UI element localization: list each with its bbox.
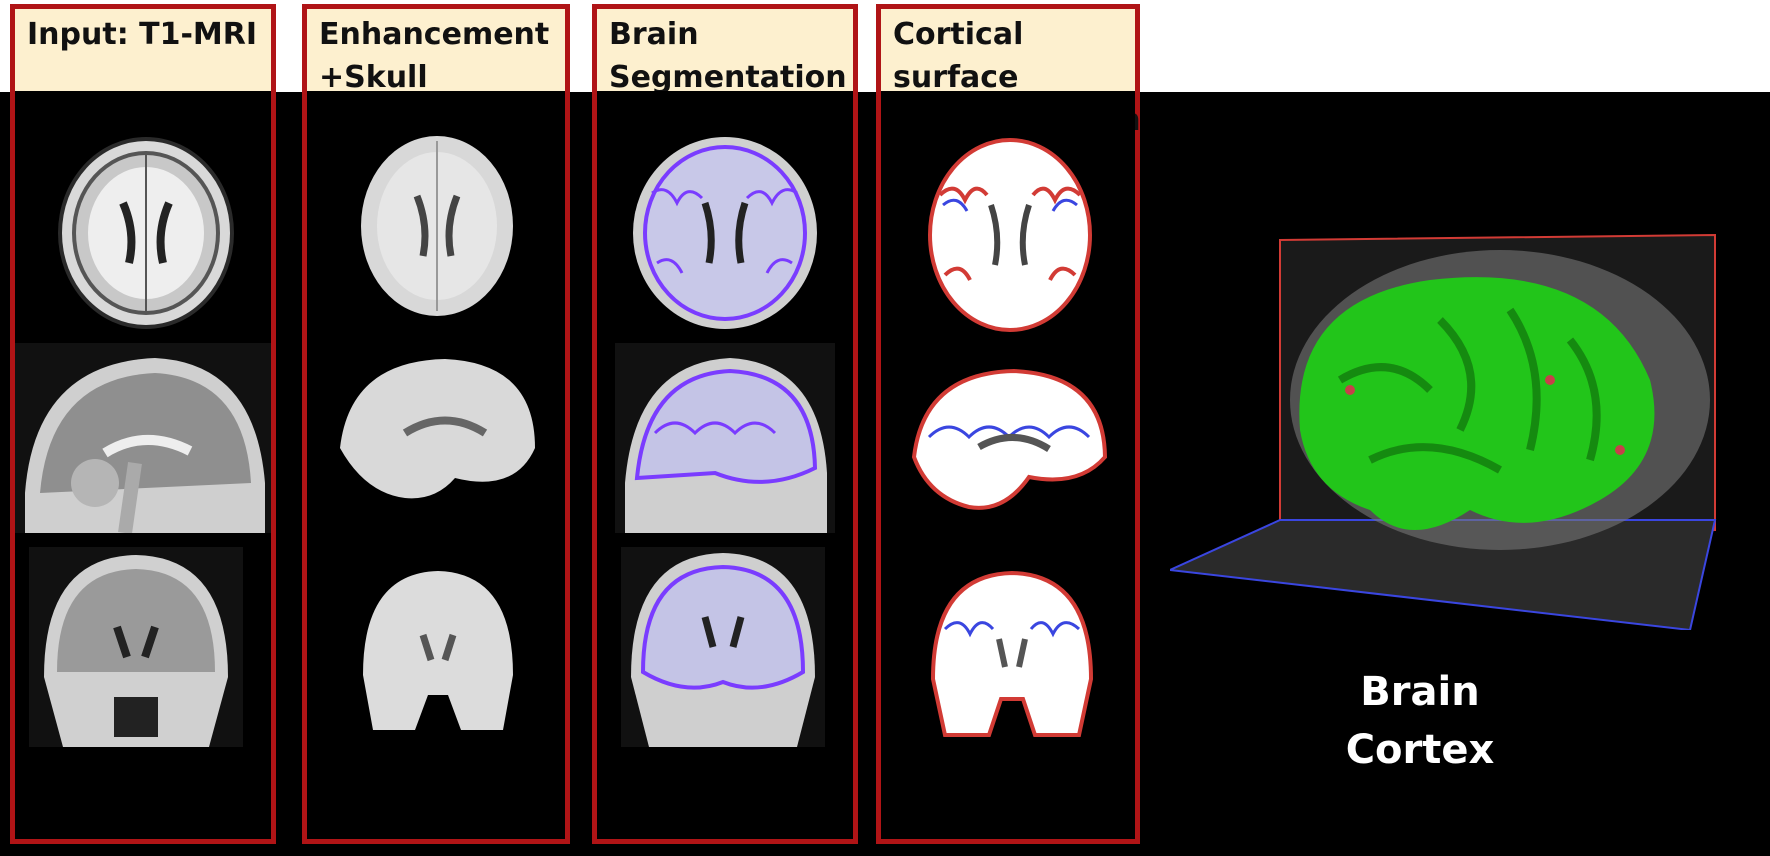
column-title: Brain Segmentation <box>609 17 847 95</box>
column-body <box>15 91 271 839</box>
column-header: Cortical surface reconstruction <box>881 9 1141 138</box>
column-brain-segmentation: Brain Segmentation <box>592 4 858 844</box>
column-body <box>881 91 1135 839</box>
column-header: Enhancement +Skull Stripping <box>307 9 565 138</box>
3d-brain-cortex-render-icon <box>1170 233 1717 630</box>
column-title: Input: T1-MRI <box>27 17 258 52</box>
sagittal-mri-slice-icon <box>15 343 271 533</box>
column-enhancement-skull-stripping: Enhancement +Skull Stripping <box>302 4 570 844</box>
coronal-mri-slice-icon <box>621 547 825 747</box>
column-cortical-surface-reconstruction: Cortical surface reconstruction <box>876 4 1141 844</box>
result-label: Brain Cortex <box>1345 669 1495 773</box>
column-input-t1-mri: Input: T1-MRI <box>10 4 276 844</box>
sagittal-mri-slice-icon <box>911 368 1108 510</box>
column-body <box>307 91 565 839</box>
sagittal-mri-slice-icon <box>615 343 835 533</box>
sagittal-mri-slice-icon <box>340 359 535 499</box>
axial-mri-slice-icon <box>58 137 234 329</box>
column-header: Input: T1-MRI <box>15 9 271 94</box>
axial-mri-slice-icon <box>361 136 513 316</box>
axial-mri-slice-icon <box>928 138 1092 332</box>
coronal-mri-slice-icon <box>29 547 243 747</box>
column-body <box>597 91 853 839</box>
coronal-mri-slice-icon <box>930 570 1094 737</box>
column-header: Brain Segmentation <box>597 9 853 95</box>
axial-mri-slice-icon <box>633 137 817 329</box>
coronal-mri-slice-icon <box>363 571 513 730</box>
